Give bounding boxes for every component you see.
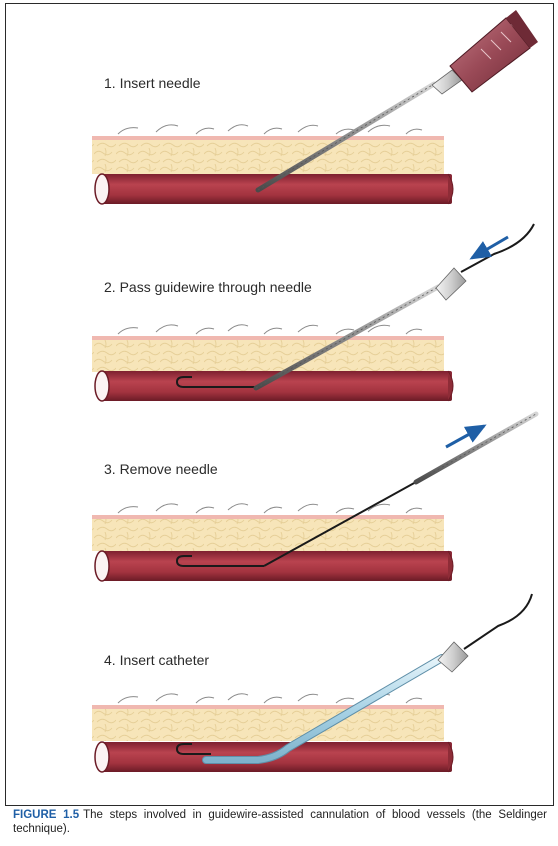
- needle: [255, 81, 437, 193]
- syringe: [431, 10, 538, 95]
- panel-2-pass-guidewire: [92, 223, 535, 402]
- guidewire: [175, 481, 417, 567]
- withdraw-arrow: [445, 424, 487, 449]
- needle: [413, 411, 539, 485]
- blood-vessel: [94, 173, 454, 205]
- step-1-label: 1. Insert needle: [104, 75, 201, 91]
- step-2-label: 2. Pass guidewire through needle: [104, 279, 312, 295]
- advance-arrow: [469, 235, 509, 260]
- skin-layer: [92, 693, 444, 741]
- seldinger-diagram: [92, 10, 539, 773]
- caption-text: The steps involved in guidewire-assisted…: [13, 809, 547, 835]
- needle: [253, 267, 467, 391]
- panel-4-insert-catheter: [92, 593, 533, 773]
- skin-layer: [92, 124, 444, 174]
- guidewire-tail: [463, 593, 533, 650]
- step-3-label: 3. Remove needle: [104, 461, 218, 477]
- guidewire: [175, 376, 258, 388]
- catheter: [202, 641, 469, 764]
- step-4-label: 4. Insert catheter: [104, 652, 210, 668]
- guidewire-tail: [460, 223, 535, 273]
- skin-layer: [92, 503, 444, 551]
- skin-layer: [92, 324, 444, 372]
- panel-3-remove-needle: [92, 411, 539, 582]
- panel-1-insert-needle: [92, 10, 538, 205]
- figure-frame: 1. Insert needle 2. Pass guidewire throu…: [5, 3, 554, 806]
- blood-vessel: [94, 370, 454, 402]
- figure-id: FIGURE 1.5: [13, 809, 80, 821]
- blood-vessel: [94, 550, 454, 582]
- guidewire: [175, 743, 211, 755]
